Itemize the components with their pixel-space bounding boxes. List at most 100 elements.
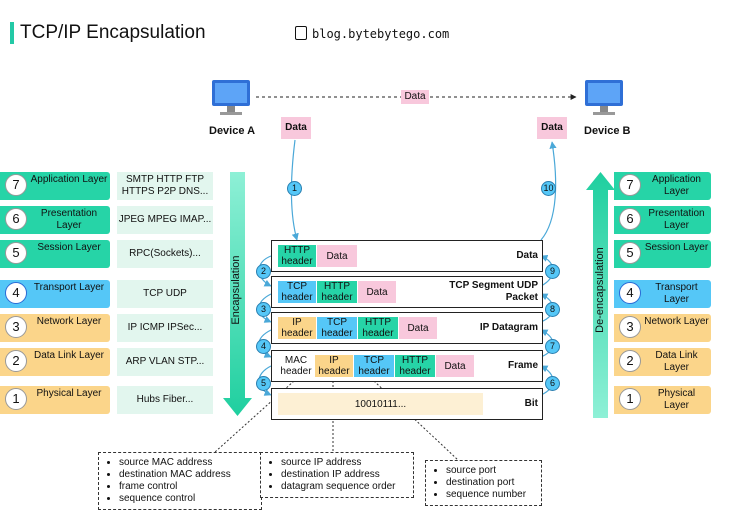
device-a-label: Device A	[209, 125, 256, 137]
row-data: HTTP header Data Data	[271, 240, 543, 272]
protocols-datalink: ARP VLAN STP...	[117, 348, 213, 376]
tcp-header-note: source port destination port sequence nu…	[425, 460, 542, 506]
layer-name: Session Layer	[644, 242, 709, 253]
ip-header-seg: IP header	[315, 355, 353, 377]
note-item: destination port	[446, 477, 535, 489]
layer-name: Network Layer	[36, 316, 102, 327]
layer-name: Application Layer	[652, 174, 701, 197]
tcp-header-seg: TCP header	[278, 281, 316, 303]
step-10: 10	[541, 181, 556, 196]
layer-name: Physical Layer	[36, 388, 102, 399]
note-item: sequence control	[119, 493, 255, 505]
row-name: Frame	[507, 360, 538, 371]
layer-number: 7	[5, 174, 27, 196]
de-encapsulation-label: De-encapsulation	[594, 247, 606, 333]
protocols-application: SMTP HTTP FTP HTTPS P2P DNS...	[117, 172, 213, 200]
layer-name: Physical Layer	[657, 388, 696, 411]
row-name: Data	[516, 250, 538, 261]
row-name: Bit	[524, 398, 538, 409]
note-item: destination MAC address	[119, 469, 255, 481]
layer-name: Presentation Layer	[648, 208, 705, 231]
protocols-session: RPC(Sockets)...	[117, 240, 213, 268]
layer-name: Data Link Layer	[33, 350, 105, 361]
blog-url: blog.bytebytego.com	[312, 27, 450, 41]
computer-icon-a	[212, 80, 250, 115]
blog-link[interactable]: blog.bytebytego.com	[295, 26, 449, 41]
note-item: frame control	[119, 481, 255, 493]
computer-icon-b	[585, 80, 623, 115]
step-4: 4	[256, 339, 271, 354]
note-item: sequence number	[446, 489, 535, 501]
layer-name: Data Link Layer	[655, 350, 698, 373]
http-header-seg: HTTP header	[278, 245, 316, 267]
data-seg: Data	[399, 317, 437, 339]
row-ip-datagram: IP header TCP header HTTP header Data IP…	[271, 312, 543, 344]
row-bit: 10010111... Bit	[271, 388, 543, 420]
right-layer-6: 6 Presentation Layer	[614, 206, 711, 234]
layer-number: 7	[619, 174, 641, 196]
layer-number: 5	[619, 242, 641, 264]
note-item: source port	[446, 465, 535, 477]
page-title: TCP/IP Encapsulation	[10, 22, 206, 44]
bytebytego-logo-icon	[295, 26, 307, 40]
note-item: source MAC address	[119, 457, 255, 469]
note-item: source IP address	[281, 457, 407, 469]
left-layer-1: 1 Physical Layer	[0, 386, 110, 414]
layer-number: 6	[619, 208, 641, 230]
row-tcp-segment: TCP header HTTP header Data TCP Segment …	[271, 276, 543, 308]
layer-number: 4	[5, 282, 27, 304]
row-name: TCP Segment UDP Packet	[449, 280, 538, 303]
layer-number: 3	[619, 316, 641, 338]
step-1: 1	[287, 181, 302, 196]
data-seg: Data	[358, 281, 396, 303]
note-item: datagram sequence order	[281, 481, 407, 493]
step-5: 5	[256, 376, 271, 391]
ip-header-seg: IP header	[278, 317, 316, 339]
mac-header-seg: MAC header	[278, 355, 314, 377]
right-layer-2: 2 Data Link Layer	[614, 348, 711, 376]
left-layer-4: 4 Transport Layer	[0, 280, 110, 308]
device-b-data-box: Data	[537, 117, 567, 139]
layer-number: 1	[619, 388, 641, 410]
tcp-header-seg: TCP header	[317, 317, 357, 339]
layer-number: 6	[5, 208, 27, 230]
right-layer-7: 7 Application Layer	[614, 172, 711, 200]
http-header-seg: HTTP header	[317, 281, 357, 303]
device-a-data-box: Data	[281, 117, 311, 139]
protocols-physical: Hubs Fiber...	[117, 386, 213, 414]
layer-number: 1	[5, 388, 27, 410]
layer-name: Transport Layer	[655, 282, 698, 305]
http-header-seg: HTTP header	[358, 317, 398, 339]
tcp-header-seg: TCP header	[354, 355, 394, 377]
layer-number: 4	[619, 282, 641, 304]
protocols-presentation: JPEG MPEG IMAP...	[117, 206, 213, 234]
protocols-network: IP ICMP IPSec...	[117, 314, 213, 342]
layer-number: 5	[5, 242, 27, 264]
step-7: 7	[545, 339, 560, 354]
step-6: 6	[545, 376, 560, 391]
layer-number: 2	[619, 350, 641, 372]
step-2: 2	[256, 264, 271, 279]
layer-name: Transport Layer	[33, 282, 105, 293]
right-layer-1: 1 Physical Layer	[614, 386, 711, 414]
layer-name: Network Layer	[644, 316, 709, 327]
protocols-transport: TCP UDP	[117, 280, 213, 308]
data-seg: Data	[436, 355, 474, 377]
right-layer-4: 4 Transport Layer	[614, 280, 711, 308]
step-8: 8	[545, 302, 560, 317]
layer-name: Presentation Layer	[40, 208, 98, 231]
note-item: destination IP address	[281, 469, 407, 481]
encapsulation-label: Encapsulation	[230, 255, 242, 325]
left-layer-6: 6 Presentation Layer	[0, 206, 110, 234]
row-name: IP Datagram	[479, 322, 538, 333]
step-9: 9	[545, 264, 560, 279]
layer-number: 2	[5, 350, 27, 372]
mac-header-note: source MAC address destination MAC addre…	[98, 452, 262, 510]
data-transfer-label: Data	[401, 90, 429, 104]
data-seg: Data	[317, 245, 357, 267]
